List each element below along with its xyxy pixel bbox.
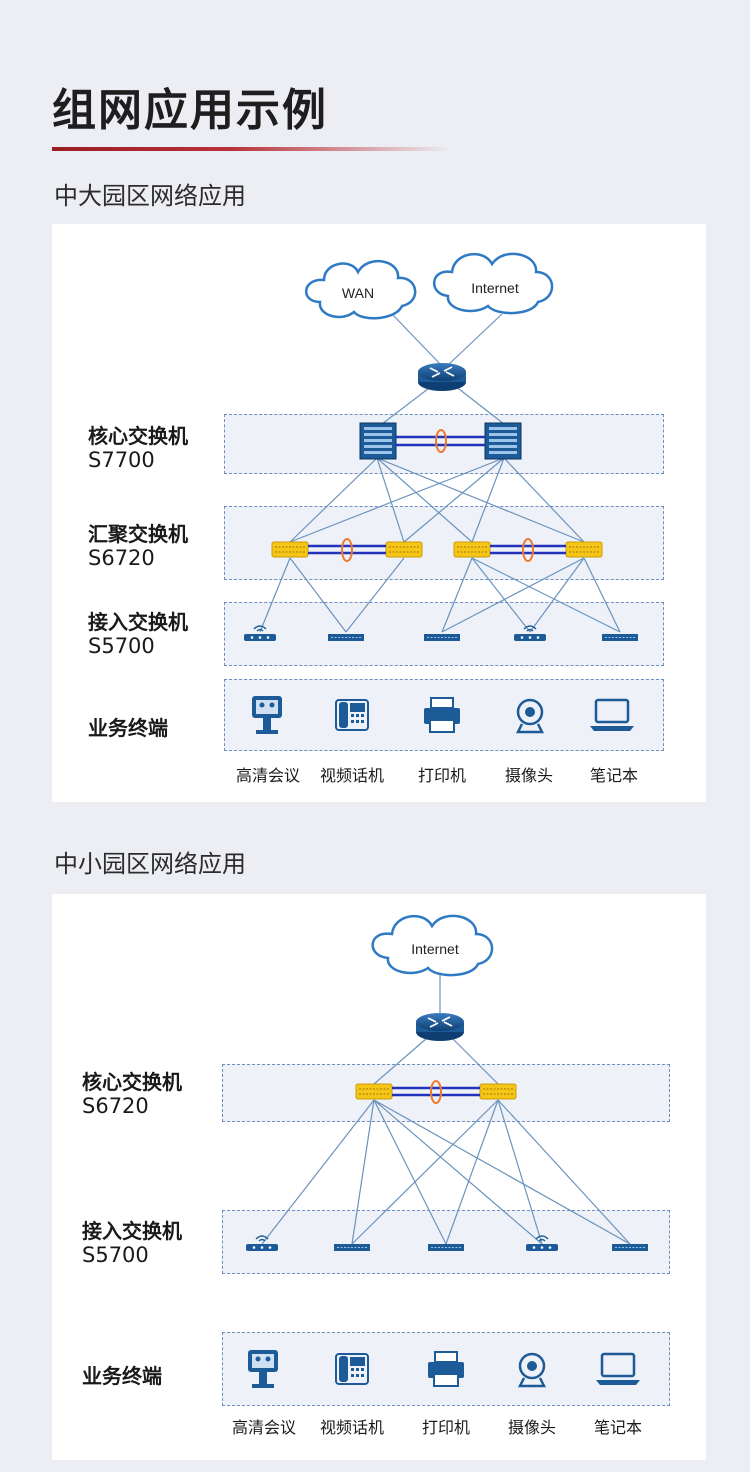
wireless-ap-icon <box>244 625 546 641</box>
agg-stack-link <box>308 538 566 562</box>
laptop-icon <box>590 698 634 731</box>
access-name: 接入交换机 <box>88 610 188 634</box>
video-conference-icon <box>248 1350 278 1388</box>
internet-cloud-icon <box>371 914 494 977</box>
ip-phone-icon <box>335 699 369 731</box>
diagram-small: 核心交换机 S6720 接入交换机 S5700 业务终端 <box>52 894 706 1460</box>
aggregation-name: 汇聚交换机 <box>88 522 188 546</box>
core-label: 核心交换机 S7700 <box>88 424 188 472</box>
internet-cloud-icon <box>432 252 554 315</box>
core-label: 核心交换机 S6720 <box>82 1070 182 1118</box>
terminals-name: 业务终端 <box>82 1364 162 1388</box>
diagram-large: 核心交换机 S7700 汇聚交换机 S6720 接入交换机 S5700 业务终端 <box>52 224 706 802</box>
topology-small: Internet <box>246 914 648 1388</box>
access-switch-icon <box>334 1244 648 1251</box>
core-stack-link <box>396 429 485 453</box>
terminals-label: 业务终端 <box>82 1364 162 1388</box>
wireless-ap-icon <box>246 1235 558 1251</box>
cloud-wan-label: WAN <box>342 285 374 301</box>
access-label: 接入交换机 S5700 <box>88 610 188 658</box>
page-title: 组网应用示例 <box>52 85 328 136</box>
access-label: 接入交换机 S5700 <box>82 1219 182 1267</box>
title-rule <box>52 147 452 151</box>
agg-switch-icon <box>271 541 603 558</box>
terminal-label: 摄像头 <box>504 766 554 785</box>
core-model: S6720 <box>82 1094 149 1118</box>
section-title-large: 中大园区网络应用 <box>54 182 246 210</box>
printer-icon <box>424 697 460 733</box>
access-model: S5700 <box>88 634 155 658</box>
core-model: S7700 <box>88 448 155 472</box>
terminal-label: 视频话机 <box>319 766 385 785</box>
terminal-label: 笔记本 <box>589 766 639 785</box>
terminal-label: 视频话机 <box>319 1418 385 1437</box>
core-switch-icon <box>359 422 522 460</box>
tier-access <box>222 1210 670 1274</box>
printer-icon <box>428 1351 464 1387</box>
terminal-label: 高清会议 <box>235 766 301 785</box>
terminal-label: 高清会议 <box>231 1418 297 1437</box>
camera-icon <box>517 1352 547 1388</box>
core-switch-icon <box>355 1083 517 1100</box>
access-model: S5700 <box>82 1243 149 1267</box>
wan-cloud-icon <box>304 259 417 320</box>
terminal-label: 笔记本 <box>593 1418 643 1437</box>
camera-icon <box>515 698 545 734</box>
ip-phone-icon <box>335 1353 369 1385</box>
terminal-label: 摄像头 <box>507 1418 557 1437</box>
terminal-label: 打印机 <box>417 766 467 785</box>
access-switch-icon <box>328 634 638 641</box>
core-name: 核心交换机 <box>88 424 188 448</box>
access-name: 接入交换机 <box>82 1219 182 1243</box>
section-title-small: 中小园区网络应用 <box>54 850 246 878</box>
laptop-icon <box>596 1352 640 1385</box>
terminals-name: 业务终端 <box>88 716 168 740</box>
terminal-label: 打印机 <box>421 1418 471 1437</box>
core-stack-link <box>392 1080 480 1104</box>
aggregation-model: S6720 <box>88 546 155 570</box>
video-conference-icon <box>252 696 282 734</box>
topology-large: WAN Internet <box>244 252 638 734</box>
aggregation-label: 汇聚交换机 S6720 <box>88 522 188 570</box>
router-icon <box>416 1013 464 1041</box>
core-name: 核心交换机 <box>82 1070 182 1094</box>
terminals-label: 业务终端 <box>88 716 168 740</box>
tier-core <box>222 1064 670 1122</box>
cloud-internet-label: Internet <box>471 280 519 296</box>
cloud-internet-label: Internet <box>411 941 459 957</box>
router-icon <box>418 363 466 391</box>
